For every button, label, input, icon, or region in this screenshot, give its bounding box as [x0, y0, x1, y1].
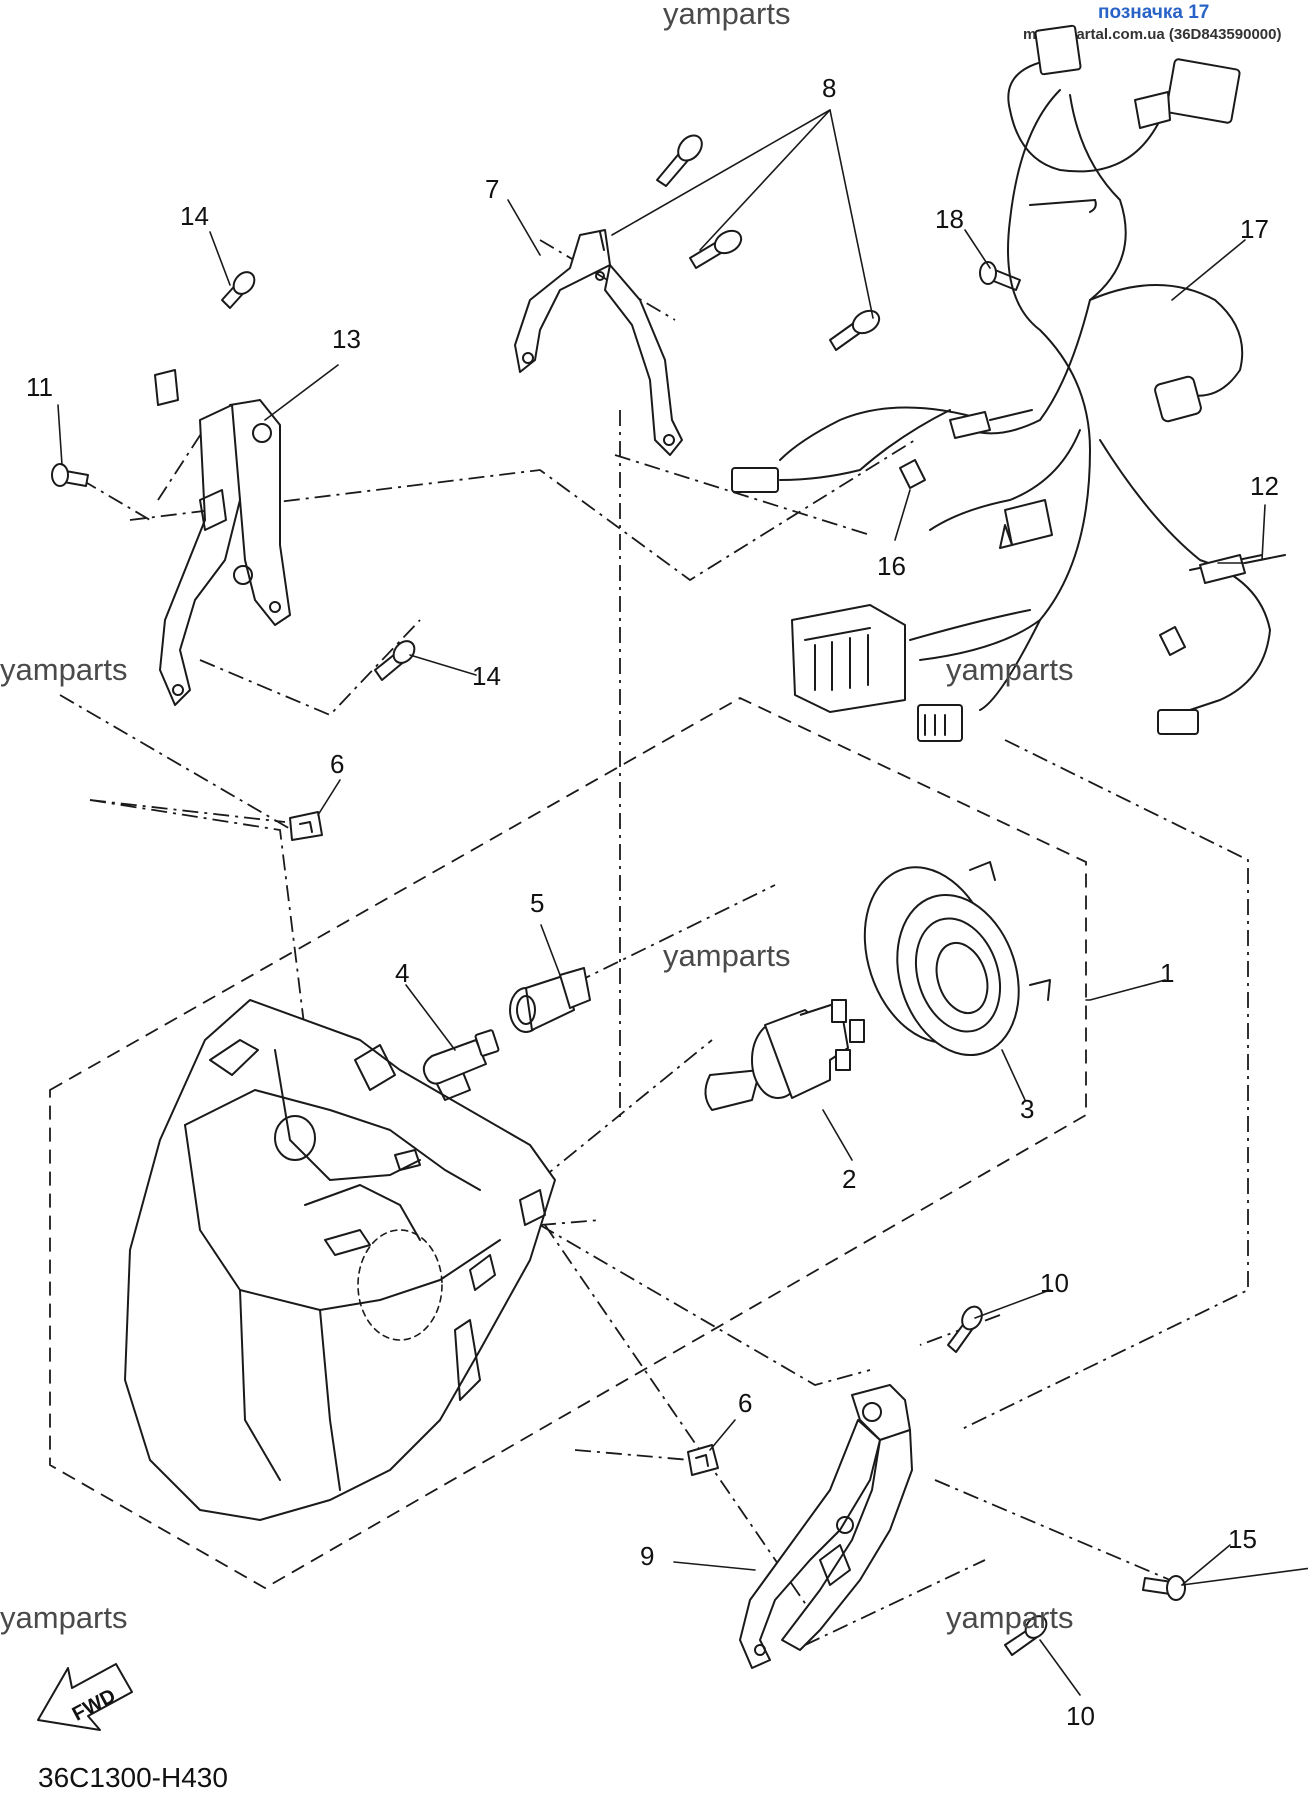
callout-6a: 6 [330, 749, 344, 779]
fwd-arrow: FWD [37, 1663, 133, 1731]
callout-13: 13 [332, 324, 361, 354]
watermark-top: yamparts [663, 0, 791, 31]
headlight-housing [124, 999, 556, 1521]
callout-18: 18 [935, 204, 964, 234]
wire-harness [779, 59, 1271, 716]
callout-8: 8 [822, 73, 836, 103]
callout-4: 4 [395, 958, 409, 988]
callout-17: 17 [1240, 214, 1269, 244]
clips-6 [289, 811, 719, 1476]
callout-10b: 10 [1066, 1701, 1095, 1731]
watermark: yamparts [946, 1600, 1074, 1635]
callout-11: 11 [26, 372, 53, 402]
connectors [731, 24, 1241, 742]
screws-8 [656, 134, 881, 351]
tag-source: motokvartal.com.ua (36D843590000) [1023, 26, 1282, 43]
callout-2: 2 [842, 1164, 856, 1194]
watermark: yamparts [0, 652, 128, 687]
bolts-left [51, 271, 416, 681]
right-stay [739, 1384, 913, 1669]
callout-9: 9 [640, 1541, 654, 1571]
watermark: yamparts [0, 1600, 128, 1635]
callout-12: 12 [1250, 471, 1279, 501]
callout-10a: 10 [1040, 1268, 1069, 1298]
callout-3: 3 [1020, 1094, 1034, 1124]
watermark: yamparts [946, 652, 1074, 687]
callout-15: 15 [1228, 1524, 1257, 1554]
callout-14b: 14 [472, 661, 501, 691]
upper-stay [514, 229, 683, 456]
leader-lines [57, 109, 1308, 1696]
bolt-18 [979, 261, 1021, 291]
bulb-cover [863, 861, 1051, 1057]
diagram-code: 36C1300-H430 [38, 1762, 228, 1793]
callout-1: 1 [1160, 958, 1174, 988]
wire-bulbs-and-clamps [899, 409, 1286, 656]
callout-5: 5 [530, 888, 544, 918]
assembly-outline [49, 696, 1087, 1590]
headlight-bulb [704, 999, 865, 1111]
bulb-socket [509, 967, 591, 1033]
callout-16: 16 [877, 551, 906, 581]
callouts: 1 2 3 4 5 6 6 7 8 9 10 10 11 12 13 14 14… [26, 73, 1279, 1731]
reference-lines [59, 239, 1249, 1646]
callout-6b: 6 [738, 1388, 752, 1418]
left-stay [154, 369, 291, 706]
callout-14a: 14 [180, 201, 209, 231]
callout-7: 7 [485, 174, 499, 204]
tag-label: позначка 17 [1098, 2, 1210, 23]
parking-bulb [422, 1029, 500, 1085]
bolts-right [947, 1305, 1186, 1656]
watermark: yamparts [663, 938, 791, 973]
